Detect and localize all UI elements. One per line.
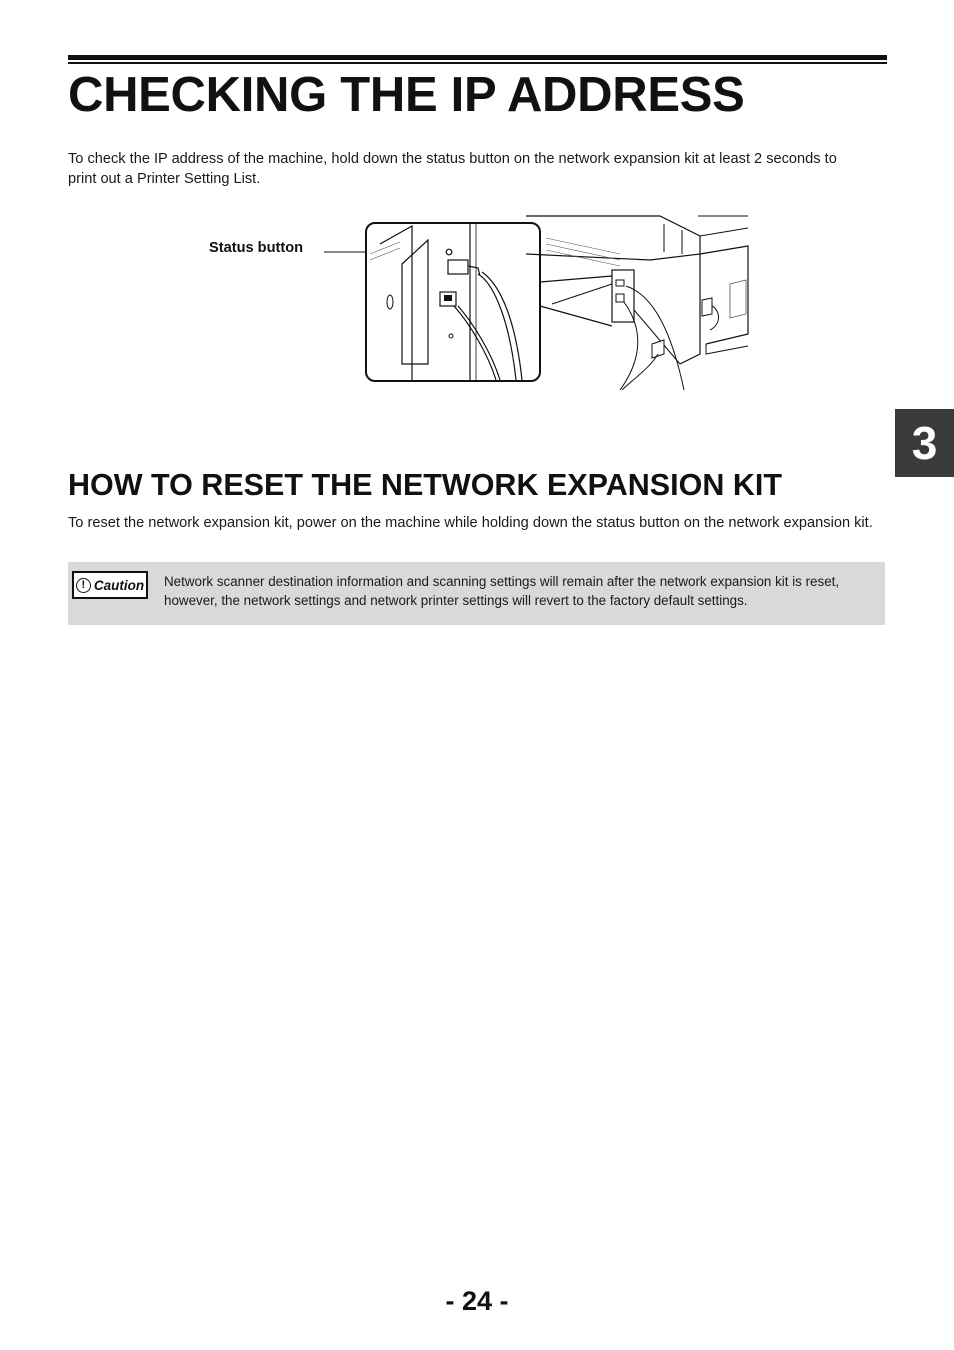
section-body: To reset the network expansion kit, powe…: [68, 515, 873, 531]
caution-text: Network scanner destination information …: [164, 574, 840, 608]
status-button-callout-label: Status button: [209, 240, 304, 256]
title-rule-thin: [68, 62, 887, 64]
chapter-tab: 3: [895, 409, 954, 477]
section-heading: HOW TO RESET THE NETWORK EXPANSION KIT: [68, 468, 782, 502]
caution-label: Caution: [93, 577, 145, 593]
title-rule-thick: [68, 55, 887, 60]
caution-box: ! Caution Network scanner destination in…: [68, 562, 885, 625]
printer-network-kit-illustration: [324, 215, 749, 390]
page-number: - 24 -: [445, 1286, 509, 1316]
exclamation-icon: !: [75, 577, 91, 593]
page-title: CHECKING THE IP ADDRESS: [68, 68, 745, 122]
caution-badge: ! Caution: [72, 571, 148, 599]
intro-paragraph: To check the IP address of the machine, …: [68, 151, 837, 187]
